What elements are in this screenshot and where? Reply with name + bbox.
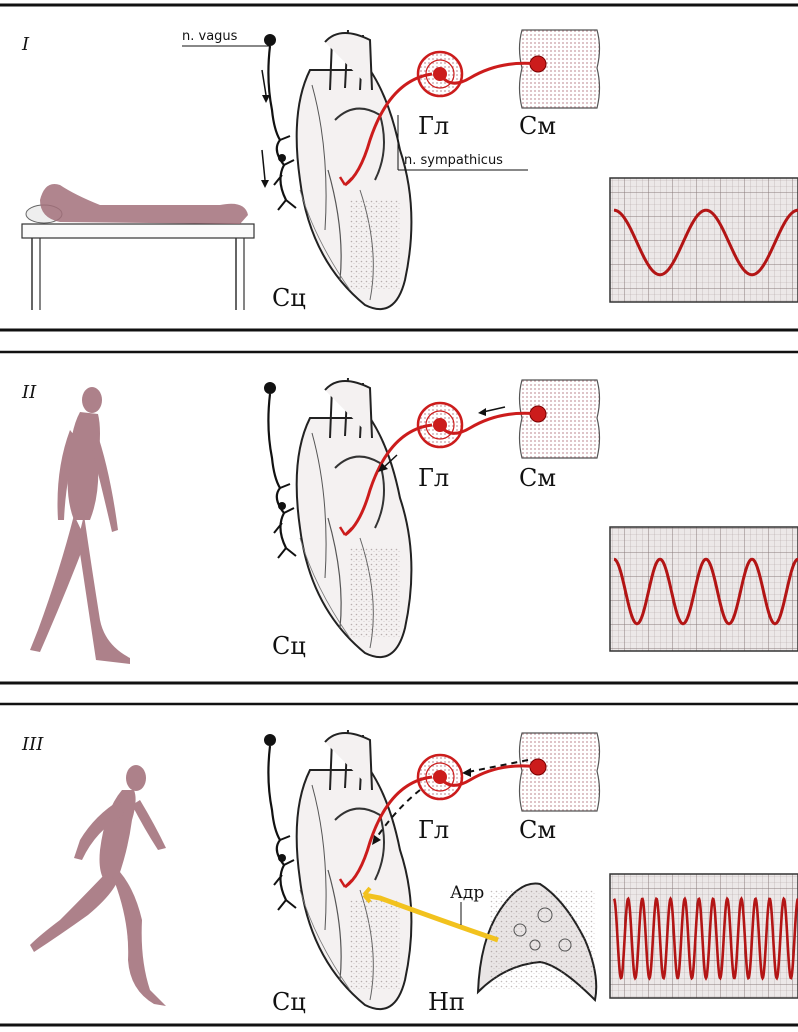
- ganglion-label: Гл: [418, 816, 449, 844]
- vagus-label: n. vagus: [182, 29, 238, 44]
- walking-figure-icon: [30, 387, 130, 664]
- adrenal-label: Нп: [428, 988, 465, 1016]
- vagus-neuron-icon: [264, 734, 296, 910]
- adrenaline-label: Адр: [450, 883, 484, 903]
- heart-icon: [297, 730, 412, 1009]
- vagus-neuron-icon: [264, 34, 296, 210]
- panel-numeral: I: [21, 34, 30, 55]
- heart-label: Сц: [272, 632, 306, 660]
- panel-rest: I n. vagus Сц Гл См n. sympathic: [21, 29, 798, 312]
- spinal-cord-icon: [520, 380, 600, 458]
- sympathicus-label: n. sympathicus: [404, 153, 503, 168]
- vagus-neuron-icon: [264, 382, 296, 558]
- heart-label: Сц: [272, 988, 306, 1016]
- ecg-trace-icon: [610, 527, 798, 651]
- ecg-trace-icon: [610, 874, 798, 998]
- panel-run: III Сц Гл См: [21, 730, 798, 1016]
- spinal-label: См: [519, 464, 556, 492]
- heart-label: Сц: [272, 284, 306, 312]
- lying-figure-icon: [22, 184, 254, 310]
- spinal-cord-icon: [520, 733, 600, 811]
- panel-numeral: II: [21, 382, 37, 403]
- ecg-trace-icon: [610, 178, 798, 302]
- heart-icon: [297, 378, 412, 657]
- ganglion-label: Гл: [418, 464, 449, 492]
- heart-icon: [297, 30, 412, 309]
- panel-numeral: III: [21, 734, 44, 755]
- panel-walk: II Сц Гл См: [21, 378, 798, 664]
- spinal-label: См: [519, 112, 556, 140]
- spinal-cord-icon: [520, 30, 600, 108]
- spinal-label: См: [519, 816, 556, 844]
- running-figure-icon: [30, 765, 166, 1006]
- ganglion-label: Гл: [418, 112, 449, 140]
